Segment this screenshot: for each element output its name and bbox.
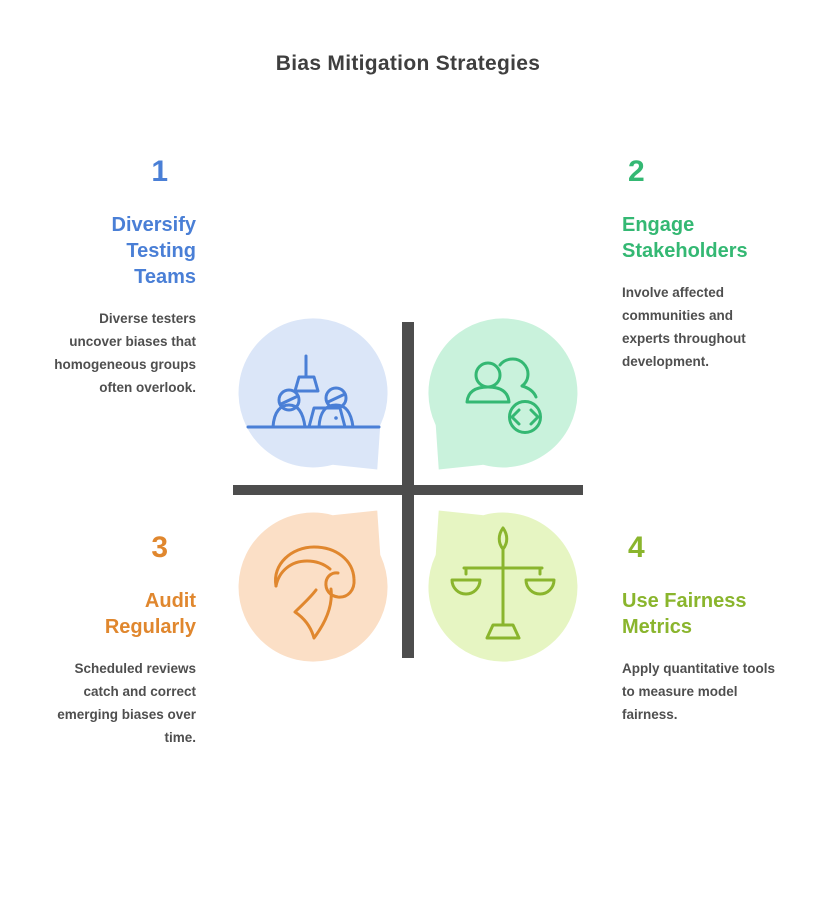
section-1-body: Diverse testers uncover biases that homo… — [54, 311, 196, 395]
section-3-number: 3 — [151, 531, 168, 564]
people-at-desk-icon — [246, 354, 381, 429]
section-1-number: 1 — [151, 155, 168, 188]
section-1: 1 Diversify Testing Teams Diverse tester… — [46, 156, 196, 399]
page-title: Bias Mitigation Strategies — [275, 52, 541, 75]
section-4-number: 4 — [628, 531, 645, 564]
section-4: 4 Use Fairness Metrics Apply quantitativ… — [622, 532, 790, 726]
horizontal-divider — [233, 485, 583, 495]
team-code-icon — [465, 357, 542, 434]
section-3-heading: Audit Regularly — [104, 590, 196, 638]
section-2-body: Involve affected communities and experts… — [622, 285, 746, 369]
section-1-heading: Diversify Testing Teams — [111, 214, 197, 288]
speech-bubble-shape — [231, 311, 395, 477]
balance-scale-icon — [450, 526, 556, 640]
section-3-body: Scheduled reviews catch and correct emer… — [57, 661, 196, 745]
brain-icon — [274, 545, 356, 640]
speech-bubble-shape — [421, 311, 585, 477]
bubble-use-fairness-metrics — [421, 503, 585, 669]
speech-bubble-shape — [231, 503, 395, 669]
section-2: 2 Engage Stakeholders Involve affected c… — [622, 156, 790, 373]
bubble-engage-stakeholders — [421, 311, 585, 477]
section-2-heading: Engage Stakeholders — [622, 214, 748, 262]
bubble-audit-regularly — [231, 503, 395, 669]
section-3: 3 Audit Regularly Scheduled reviews catc… — [46, 532, 196, 749]
bubble-diversify-testing-teams — [231, 311, 395, 477]
section-4-heading: Use Fairness Metrics — [622, 590, 747, 638]
section-4-body: Apply quantitative tools to measure mode… — [622, 661, 776, 722]
section-2-number: 2 — [628, 155, 645, 188]
